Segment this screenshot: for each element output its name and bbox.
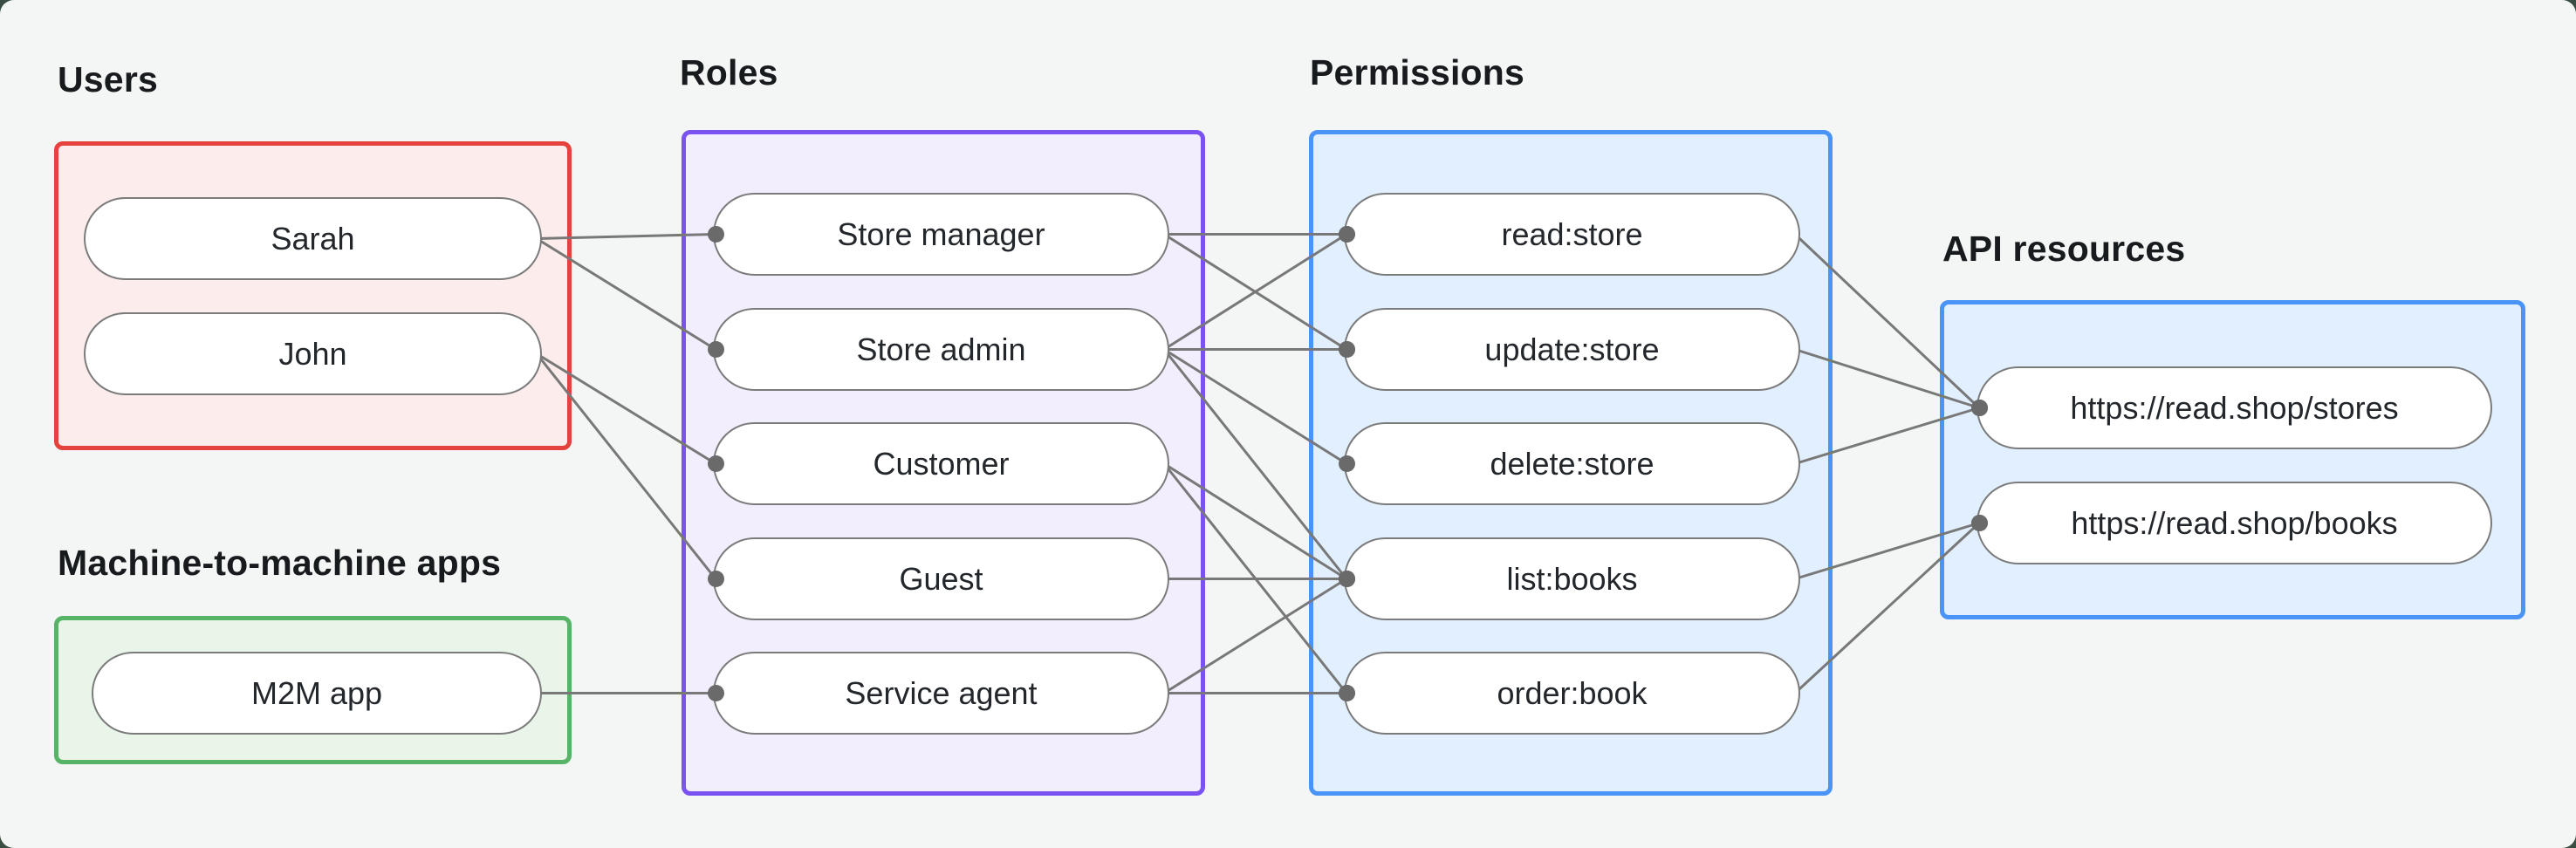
node-read-store: read:store (1344, 193, 1800, 276)
node-sarah: Sarah (84, 197, 542, 280)
node-delete-store: delete:store (1344, 422, 1800, 505)
node-customer: Customer (713, 422, 1169, 505)
group-label-permissions: Permissions (1310, 52, 1525, 92)
group-label-roles: Roles (680, 52, 778, 92)
node-update-store: update:store (1344, 308, 1800, 391)
node-list-books: list:books (1344, 537, 1800, 620)
node-service-agent: Service agent (713, 652, 1169, 735)
edge-endpoint-dot-order-book (1338, 685, 1355, 701)
edge-endpoint-dot-guest (707, 571, 724, 587)
edge-endpoint-dot-store-admin (707, 341, 724, 358)
node-guest: Guest (713, 537, 1169, 620)
edge-endpoint-dot-delete-store (1338, 455, 1355, 472)
edge-endpoint-dot-list-books (1338, 571, 1355, 587)
group-box-users (54, 141, 572, 450)
edge-endpoint-dot-update-store (1338, 341, 1355, 358)
node-john: John (84, 312, 542, 395)
group-label-api: API resources (1942, 229, 2186, 269)
group-label-m2m: Machine-to-machine apps (58, 543, 502, 583)
node-store-admin: Store admin (713, 308, 1169, 391)
node-stores: https://read.shop/stores (1977, 366, 2492, 449)
edge-endpoint-dot-store-manager (707, 226, 724, 243)
group-label-users: Users (58, 59, 158, 99)
node-order-book: order:book (1344, 652, 1800, 735)
group-box-api (1940, 300, 2525, 619)
node-m2m-app: M2M app (92, 652, 542, 735)
node-store-manager: Store manager (713, 193, 1169, 276)
edge-endpoint-dot-read-store (1338, 226, 1355, 243)
edge-endpoint-dot-books (1970, 515, 1988, 531)
edge-endpoint-dot-service-agent (707, 685, 724, 701)
edge-endpoint-dot-customer (707, 455, 724, 472)
edge-endpoint-dot-stores (1970, 400, 1988, 416)
node-books: https://read.shop/books (1977, 482, 2492, 564)
